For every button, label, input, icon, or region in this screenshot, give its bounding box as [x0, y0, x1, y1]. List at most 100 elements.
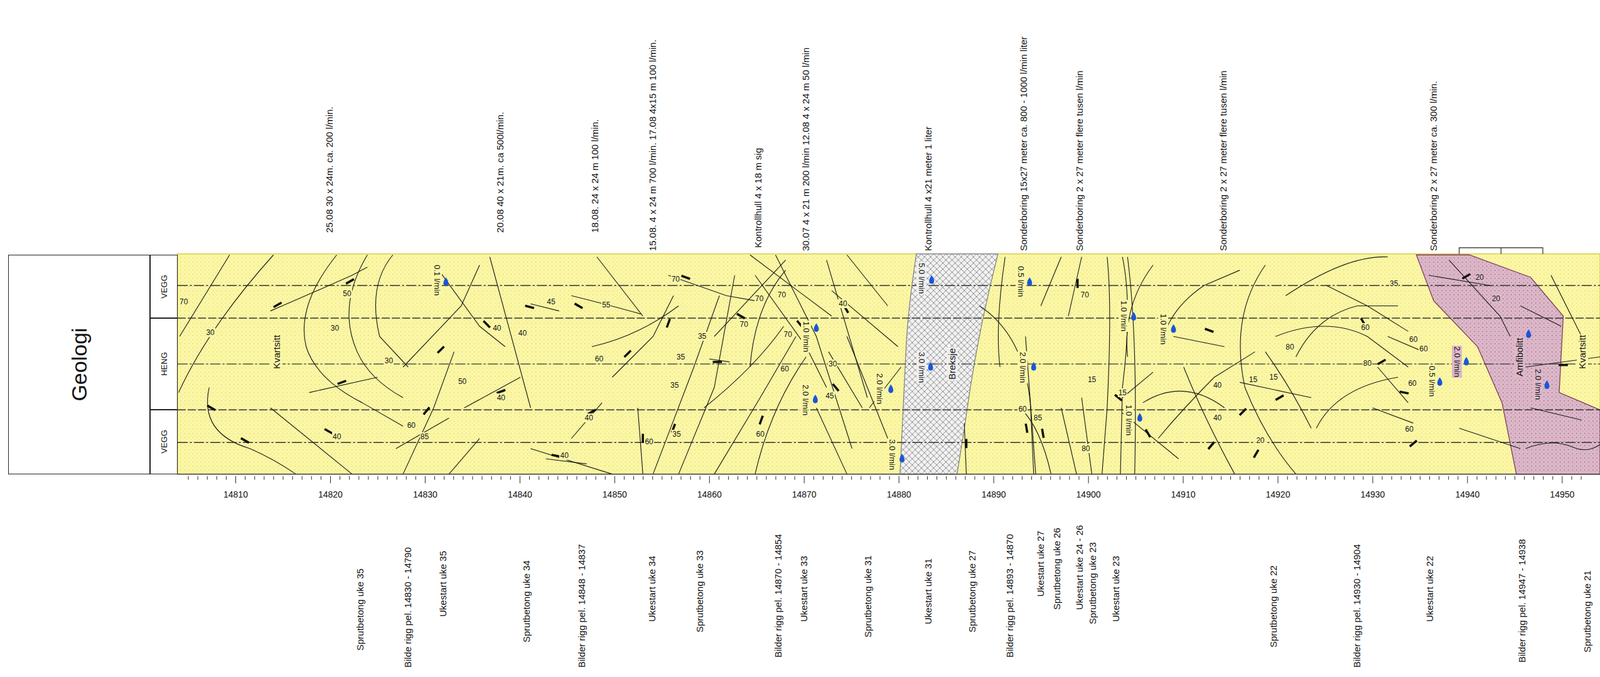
chainage-tick [207, 476, 208, 481]
chainage-tick [1239, 476, 1241, 481]
chainage-tick [869, 476, 871, 481]
chainage-tick [282, 476, 284, 481]
water-drop [1137, 413, 1143, 422]
water-inflow: 2.0 l/min [800, 384, 811, 417]
dip-value: 40 [1212, 381, 1223, 390]
dip-symbol [524, 305, 535, 310]
dip-value: 40 [492, 323, 502, 333]
joint-trace [1127, 257, 1136, 475]
work-log-note: Sprutbetong uke 21 [1581, 570, 1594, 653]
joint-trace [750, 270, 786, 368]
chainage-tick [1135, 476, 1137, 481]
profile-line [177, 284, 1600, 286]
chainage-tick [605, 476, 606, 481]
chainage-tick [320, 476, 322, 481]
bracket [1459, 247, 1543, 255]
dip-value: 60 [1360, 323, 1371, 333]
water-drop [443, 277, 449, 287]
dip-value: 60 [1017, 404, 1027, 414]
water-drop [1437, 377, 1443, 387]
chainage-tick [775, 476, 776, 481]
chainage-tick [889, 476, 891, 481]
chainage-number: 14930 [1360, 489, 1385, 501]
chainage-tick [406, 476, 407, 481]
work-log-note: Sprutbetong uke 27 [966, 550, 978, 633]
joint-trace [755, 275, 827, 388]
dip-symbol [337, 379, 347, 385]
chainage-tick [974, 476, 975, 481]
dip-value: 40 [332, 432, 342, 442]
dip-value: 60 [1408, 335, 1418, 344]
chainage-tick [661, 476, 663, 481]
work-log-note: Ukestart uke 23 [1110, 556, 1122, 623]
chainage-tick [1306, 476, 1307, 481]
chainage-tick [235, 476, 237, 484]
joint-trace [612, 295, 674, 378]
joint-trace [1126, 265, 1154, 358]
dip-value: 60 [1418, 344, 1429, 354]
dip-value: 70 [739, 320, 749, 329]
dip-value: 35 [669, 381, 680, 390]
chainage-tick [690, 476, 692, 481]
chainage-tick [348, 476, 350, 481]
water-drop [1026, 277, 1032, 287]
chainage-tick [955, 476, 956, 481]
chainage-tick [434, 476, 435, 481]
dip-value: 40 [559, 451, 569, 461]
chainage-tick [1183, 476, 1184, 484]
dip-symbol [1239, 408, 1248, 417]
joint-trace [704, 326, 784, 409]
dip-symbol [1024, 423, 1029, 434]
chainage-tick [709, 476, 710, 484]
joint-trace [1459, 428, 1521, 450]
work-log-note: Sprutbetong uke 23 [1087, 542, 1099, 625]
chainage-tick [1429, 476, 1430, 481]
dip-value: 40 [1212, 413, 1223, 423]
amphibolite-zone [1416, 254, 1600, 474]
water-inflow: 3.0 l/min [916, 351, 927, 384]
joint-trace [979, 306, 1034, 475]
dip-value: 70 [178, 297, 189, 307]
dip-value: 45 [546, 297, 556, 307]
chainage-tick [481, 476, 483, 481]
chainage-tick [576, 476, 577, 481]
dip-symbol [965, 439, 968, 449]
joint-trace [1372, 408, 1413, 424]
water-inflow: 1.0 l/min [1118, 300, 1129, 333]
joint-trace [1296, 306, 1399, 358]
chainage-tick [263, 476, 265, 481]
dip-value: 70 [754, 294, 764, 304]
chainage-number: 14910 [1171, 489, 1196, 501]
chainage-tick [804, 476, 805, 484]
joint-trace [816, 408, 848, 475]
dip-value: 20 [1491, 294, 1501, 304]
joint-trace [1520, 306, 1562, 328]
drilling-note: Sonderboring 2 x 27 meter ca. 300 l/min. [1428, 80, 1440, 252]
chainage-tick [860, 476, 862, 481]
water-drop [899, 453, 905, 463]
work-log-note: Bilder rigg pel. 14848 - 14837 [576, 544, 588, 669]
chainage-tick [1068, 476, 1070, 481]
dip-value: 45 [824, 391, 835, 401]
joint-trace [464, 377, 521, 409]
dip-value: 35 [676, 352, 686, 362]
chainage-tick [1277, 476, 1278, 484]
joint-trace [831, 290, 899, 347]
chainage-tick [1163, 476, 1165, 481]
dip-symbol [1076, 278, 1080, 289]
dip-value: 60 [406, 421, 417, 430]
chainage-tick [1107, 476, 1108, 481]
water-inflow: 0.5 l/min [1015, 265, 1026, 298]
water-inflow: 2.0 l/min [1451, 345, 1462, 378]
chainage-tick [642, 476, 644, 481]
joint-trace [998, 257, 1005, 368]
dip-value: 60 [755, 429, 766, 439]
dip-symbol [1252, 449, 1260, 459]
joint-trace [826, 259, 868, 398]
work-log-note: Ukestart uke 22 [1424, 556, 1436, 623]
zone-label: VEGG [158, 430, 169, 455]
chainage-tick [443, 476, 445, 481]
water-drop [814, 323, 820, 333]
chainage-tick [728, 476, 729, 481]
chainage-tick [1267, 476, 1269, 481]
